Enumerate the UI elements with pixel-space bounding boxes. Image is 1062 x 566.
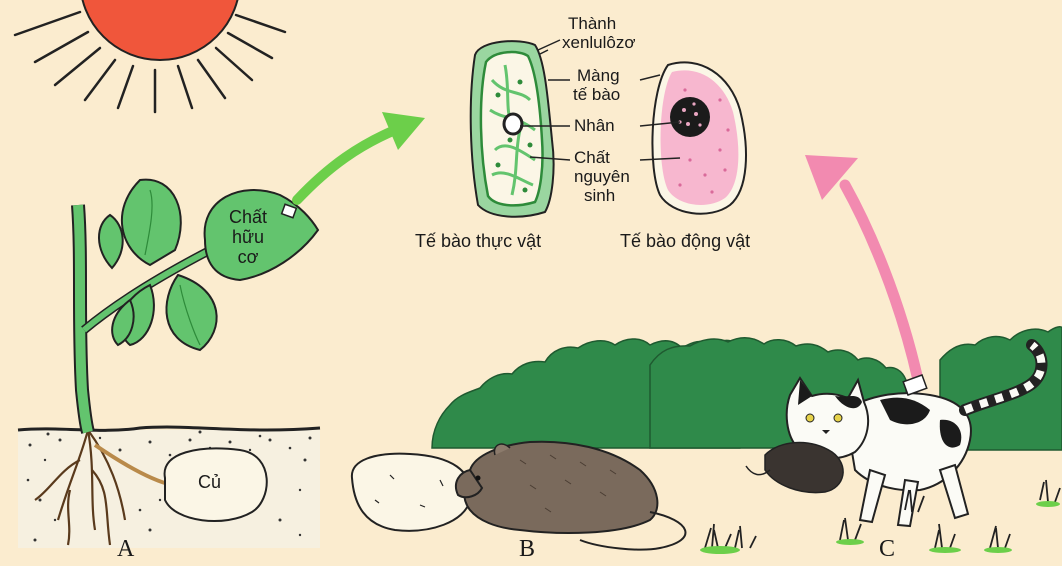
cell-membrane-label-line2: tế bào [573, 85, 620, 104]
cell-wall-label: Thành xenlulôzơ [562, 14, 636, 52]
rat-body [464, 442, 657, 533]
tuber-label: Củ [198, 472, 221, 492]
panel-label-b: B [519, 536, 535, 563]
organic-matter-label-line3: cơ [218, 247, 278, 267]
potato [352, 454, 471, 531]
cell-wall-label-line1: Thành [562, 14, 636, 33]
organic-matter-label-line2: hữu [218, 227, 278, 247]
organic-matter-label-line1: Chất [218, 207, 278, 227]
cell-wall-label-line2: xenlulôzơ [562, 33, 636, 52]
nucleus-label: Nhân [574, 116, 615, 135]
plant-cell [471, 41, 554, 217]
plant-cell-nucleus [504, 114, 522, 134]
cell-membrane-label-line1: Màng [573, 66, 620, 85]
sun [15, 0, 285, 112]
cytoplasm-label-line1: Chất [574, 148, 630, 167]
cell-membrane-label: Màng tế bào [573, 66, 620, 104]
panel-label-c: C [879, 536, 895, 563]
plant-cell-caption: Tế bào thực vật [415, 231, 541, 251]
animal-cell-nucleus [670, 97, 710, 137]
animal-cell-caption: Tế bào động vật [620, 231, 750, 251]
cytoplasm-label-line3: sinh [574, 186, 630, 205]
green-arrow [297, 112, 425, 200]
pink-arrow [805, 155, 918, 380]
organic-matter-label: Chất hữu cơ [218, 207, 278, 267]
cytoplasm-label-line2: nguyên [574, 167, 630, 186]
rat-eating-potato [352, 442, 686, 550]
animal-cell [652, 62, 746, 213]
cytoplasm-label: Chất nguyên sinh [574, 148, 630, 205]
panel-label-a: A [117, 536, 134, 563]
